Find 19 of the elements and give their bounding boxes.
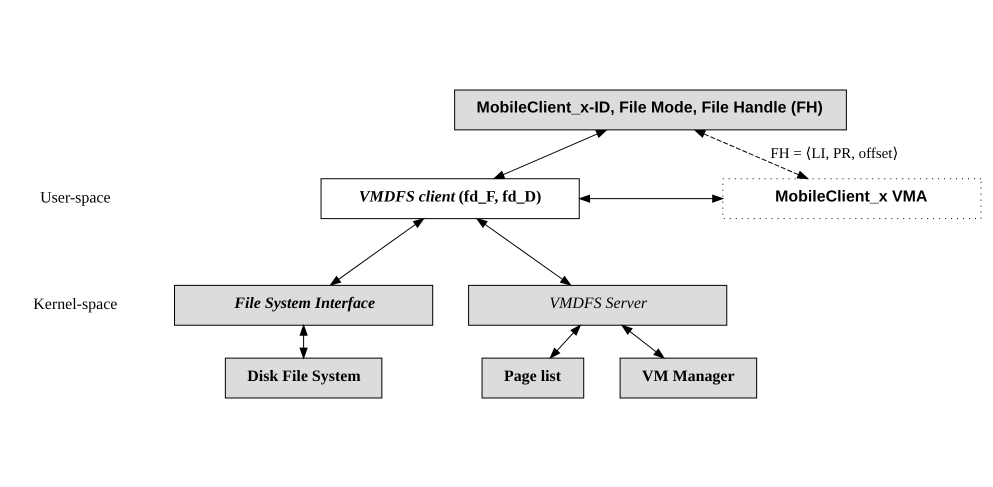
arrow [492,128,608,179]
arrow [693,128,810,179]
arrow [549,324,582,359]
node-box: VMDFS client (fd_F, fd_D) [320,178,580,219]
arrow [476,217,572,286]
label: Kernel-space [33,296,118,313]
node-box: Disk File System [224,357,382,398]
node-box: VM Manager [620,357,758,398]
node-box: Page list [482,357,584,398]
arrow [578,194,724,202]
node-box: MobileClient_x VMA [722,178,982,219]
arrow [620,324,666,358]
arrow [329,217,425,286]
node-box: VMDFS Server [468,284,728,326]
arrow [299,323,308,360]
node-box: MobileClient_x-ID, File Mode, File Handle (FH) [454,88,847,130]
edge-label: FH = ⟨LI, PR, offset⟩ [770,145,898,162]
node-box: File System Interface [174,284,434,326]
label: User-space [40,188,111,206]
